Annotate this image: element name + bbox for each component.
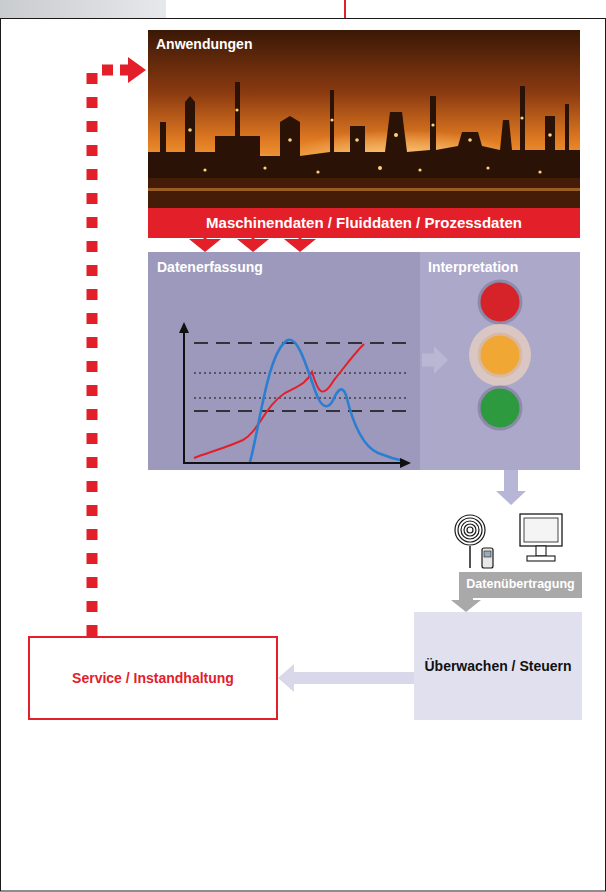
refinery-photo-part-part: [316, 170, 319, 173]
flow-arrow: [284, 238, 316, 252]
flow-arrow: [189, 238, 221, 252]
arrow-shape: [496, 470, 526, 505]
data-chart-part: [194, 344, 364, 458]
node-text: Datenübertragung: [466, 577, 574, 592]
node-text: Datenerfassung: [157, 259, 263, 276]
transmission-icon: [455, 514, 562, 568]
flow-arrow: [451, 598, 481, 612]
traffic-light-part: [479, 281, 521, 323]
transmission-icon-part-part: [455, 515, 485, 545]
node-text: Interpretation: [428, 259, 518, 276]
refinery-photo: [148, 30, 580, 208]
data-chart-part: [194, 410, 408, 411]
traffic-light-part: [469, 324, 531, 386]
refinery-photo-part-part: [418, 168, 421, 171]
traffic-light-part: [479, 387, 521, 429]
refinery-photo-part-part: [355, 138, 359, 142]
frame-decoration-part: [344, 0, 346, 18]
transmission-icon-part-part: [458, 518, 482, 542]
flow-arrow: [496, 470, 526, 505]
data-chart-part: [250, 340, 404, 462]
frame-decoration-part: [1, 19, 606, 892]
refinery-photo-part: [148, 188, 580, 191]
capture-panel: Datenerfassung: [148, 252, 420, 470]
refinery-photo-part-part: [288, 138, 292, 142]
arrow-head: [120, 57, 146, 83]
flow-arrow: [237, 238, 269, 252]
dashed-return-line: [92, 70, 120, 636]
refinery-photo-part: [148, 30, 580, 208]
data-chart-part: [194, 372, 408, 373]
refinery-photo-part-part: [431, 123, 434, 126]
refinery-photo-part-part: [330, 118, 333, 121]
refinery-photo-part: [148, 178, 580, 208]
transmission-icon-part-part: [461, 521, 479, 539]
node-text: Service / Instandhaltung: [72, 670, 234, 687]
refinery-photo-part-part: [468, 138, 472, 142]
node-text: Maschinendaten / Fluiddaten / Prozessdat…: [206, 214, 522, 232]
transmission-icon-part: [536, 546, 546, 556]
traffic-light-part: [479, 334, 521, 376]
node-text: Anwendungen: [156, 36, 252, 53]
data-band: Maschinendaten / Fluiddaten / Prozessdat…: [148, 208, 580, 238]
arrow-shape: [237, 238, 269, 252]
data-chart-part: [400, 458, 411, 468]
data-chart: [179, 322, 411, 468]
arrow-shape: [284, 238, 316, 252]
refinery-photo-part-part: [263, 166, 266, 169]
transmission-icon-part: [469, 546, 471, 568]
refinery-photo-part-part: [394, 133, 398, 137]
refinery-photo-part-part: [520, 116, 523, 119]
refinery-photo-part-part: [188, 128, 192, 132]
service-box: Service / Instandhaltung: [28, 636, 278, 720]
refinery-photo-part-part: [538, 170, 541, 173]
refinery-photo-part-part: [203, 168, 206, 171]
arrow-shape: [451, 598, 481, 612]
data-chart-part: [179, 322, 189, 333]
transmission-icon-part-part: [467, 527, 473, 533]
transmission-icon-part: [455, 515, 485, 545]
arrow-shape: [189, 238, 221, 252]
data-chart-part: [194, 397, 408, 398]
transmission-icon-part-part: [464, 524, 476, 536]
data-chart-part: [183, 462, 402, 464]
traffic-light: [469, 281, 531, 429]
flow-arrow: [92, 57, 146, 636]
arrow-shape: [422, 346, 448, 374]
refinery-photo-part-part: [235, 108, 238, 111]
transmission-icon-part: [482, 548, 493, 568]
monitor-box: Überwachen / Steuern: [414, 612, 582, 720]
transmission-icon-part: [524, 518, 558, 542]
transmission-icon-part: [520, 514, 562, 546]
refinery-photo-part: [148, 82, 580, 208]
flow-arrow: [278, 664, 414, 692]
refinery-photo-part-part: [548, 133, 552, 137]
data-chart-part: [194, 342, 408, 343]
refinery-photo-part-part: [378, 166, 382, 170]
node-text: Überwachen / Steuern: [424, 658, 571, 675]
transmission-icon-part: [484, 551, 491, 557]
flow-arrow: [422, 346, 448, 374]
refinery-photo-part-part: [486, 166, 489, 169]
transmission-icon-part: [527, 556, 555, 561]
arrow-shape: [278, 664, 414, 692]
frame-decoration-part: [0, 0, 166, 18]
refinery-photo-part: [188, 108, 552, 173]
data-chart-part: [183, 330, 185, 463]
